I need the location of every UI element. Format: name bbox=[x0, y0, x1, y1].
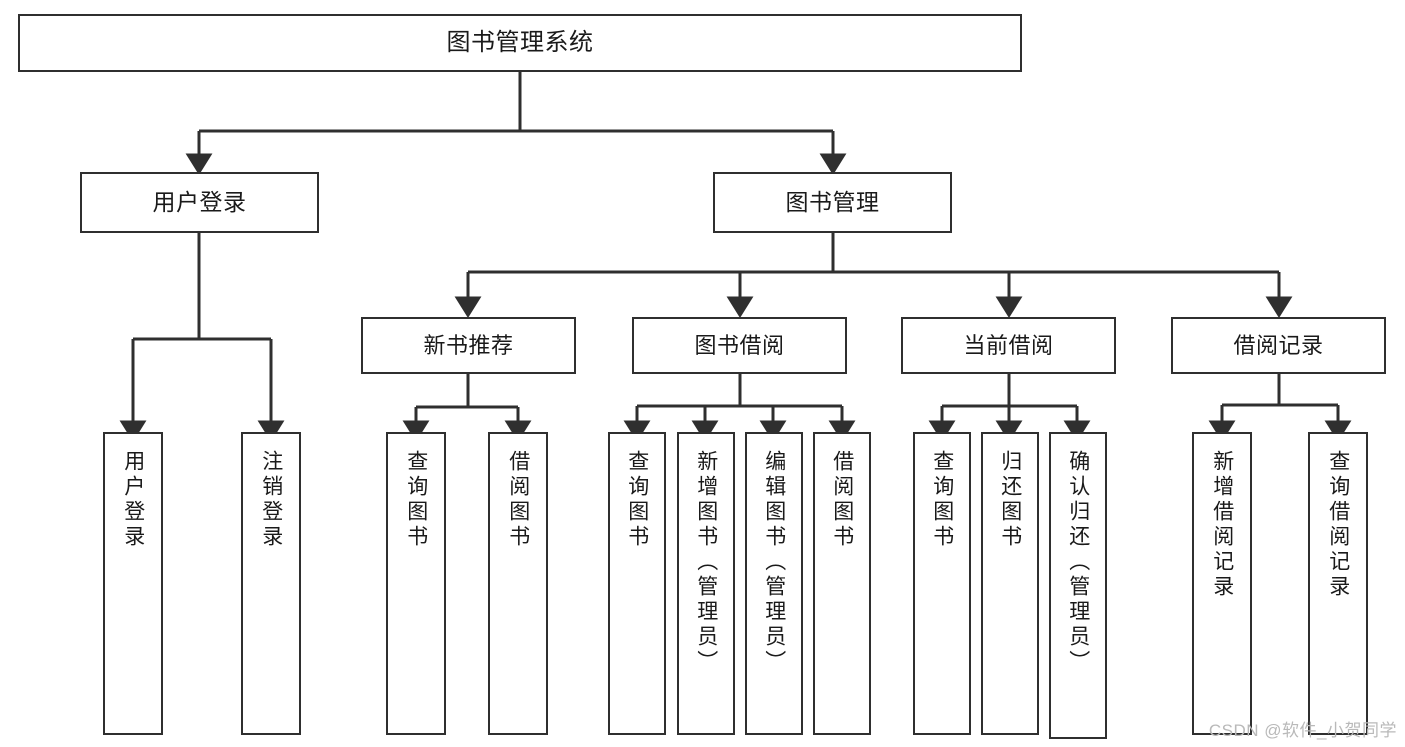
node-book-management[interactable]: 图书管理 bbox=[713, 172, 952, 233]
node-leaf-borrow-book-2[interactable]: 借阅图书 bbox=[813, 432, 871, 735]
node-label: 查询借阅记录 bbox=[1326, 450, 1350, 600]
node-label: 查询图书 bbox=[930, 450, 954, 550]
node-label: 借阅记录 bbox=[1233, 332, 1324, 358]
node-label: 用户登录 bbox=[152, 189, 247, 216]
node-label: 归还图书 bbox=[998, 450, 1022, 550]
node-label: 新书推荐 bbox=[423, 332, 514, 358]
node-leaf-user-login[interactable]: 用户登录 bbox=[103, 432, 163, 735]
node-label: 图书借阅 bbox=[694, 332, 785, 358]
node-new-book-recommend[interactable]: 新书推荐 bbox=[361, 317, 576, 374]
node-leaf-add-book[interactable]: 新增图书（管理员） bbox=[677, 432, 735, 735]
node-leaf-query-book-2[interactable]: 查询图书 bbox=[608, 432, 666, 735]
node-label: 查询图书 bbox=[625, 450, 649, 550]
node-book-borrow[interactable]: 图书借阅 bbox=[632, 317, 847, 374]
node-label: 图书管理系统 bbox=[446, 29, 594, 57]
node-leaf-edit-book[interactable]: 编辑图书（管理员） bbox=[745, 432, 803, 735]
node-label: 确认归还（管理员） bbox=[1066, 450, 1090, 675]
node-book-management-system[interactable]: 图书管理系统 bbox=[18, 14, 1022, 72]
node-label: 新增图书（管理员） bbox=[694, 450, 718, 675]
node-label: 当前借阅 bbox=[963, 332, 1054, 358]
node-label: 图书管理 bbox=[785, 189, 880, 216]
node-leaf-add-record[interactable]: 新增借阅记录 bbox=[1192, 432, 1252, 735]
node-label: 借阅图书 bbox=[506, 450, 530, 550]
node-leaf-confirm-return[interactable]: 确认归还（管理员） bbox=[1049, 432, 1107, 739]
node-label: 借阅图书 bbox=[830, 450, 854, 550]
node-leaf-return-book[interactable]: 归还图书 bbox=[981, 432, 1039, 735]
node-leaf-query-record[interactable]: 查询借阅记录 bbox=[1308, 432, 1368, 735]
node-leaf-query-book-1[interactable]: 查询图书 bbox=[386, 432, 446, 735]
node-leaf-query-book-3[interactable]: 查询图书 bbox=[913, 432, 971, 735]
node-borrow-record[interactable]: 借阅记录 bbox=[1171, 317, 1386, 374]
node-user-login[interactable]: 用户登录 bbox=[80, 172, 319, 233]
csdn-watermark: CSDN @软件_小贺同学 bbox=[1208, 721, 1397, 740]
node-label: 用户登录 bbox=[121, 450, 145, 550]
node-leaf-logout-login[interactable]: 注销登录 bbox=[241, 432, 301, 735]
node-label: 编辑图书（管理员） bbox=[762, 450, 786, 675]
node-label: 注销登录 bbox=[259, 450, 283, 550]
node-label: 查询图书 bbox=[404, 450, 428, 550]
node-leaf-borrow-book-1[interactable]: 借阅图书 bbox=[488, 432, 548, 735]
node-current-borrow[interactable]: 当前借阅 bbox=[901, 317, 1116, 374]
node-label: 新增借阅记录 bbox=[1210, 450, 1234, 600]
